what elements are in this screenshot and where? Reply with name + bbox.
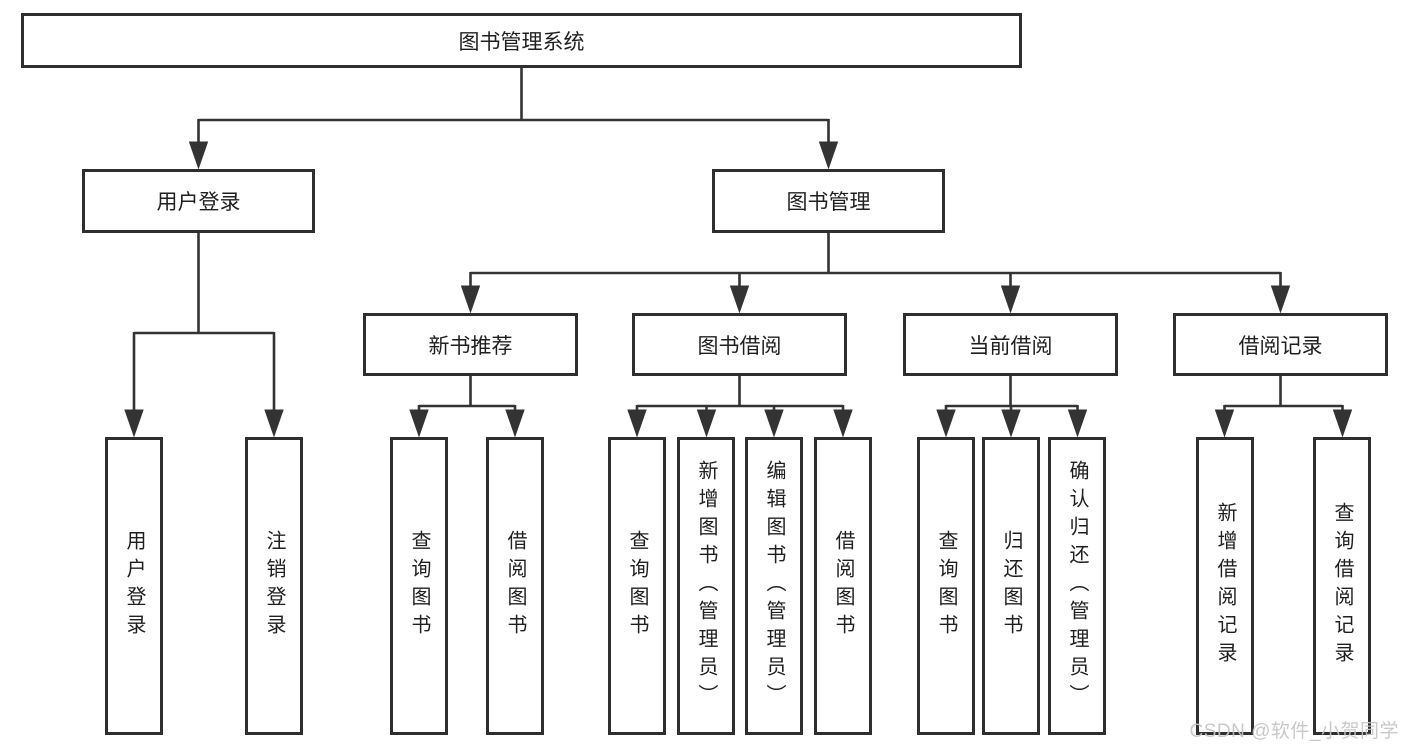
node-root: 图书管理系统 — [21, 13, 1022, 68]
leaf-query-books-borrowing: 查询图书 — [608, 437, 666, 735]
node-new-book-recommendation: 新书推荐 — [363, 313, 578, 376]
node-current-borrowing-label: 当前借阅 — [968, 334, 1053, 358]
leaf-edit-books-admin: 编辑图书（管理员） — [745, 437, 803, 735]
leaf-return-books: 归还图书 — [982, 437, 1040, 735]
leaf-label: 确认归还（管理员） — [1066, 460, 1088, 712]
leaf-borrow-books-recommend: 借阅图书 — [486, 437, 544, 735]
node-book-borrowing-label: 图书借阅 — [697, 334, 782, 358]
leaf-label: 查询图书 — [626, 530, 648, 642]
node-user-login-label: 用户登录 — [156, 191, 241, 214]
leaf-label: 用户登录 — [123, 530, 145, 642]
leaf-label: 借阅图书 — [504, 530, 526, 642]
leaf-label: 新增图书（管理员） — [695, 460, 717, 712]
leaf-logout: 注销登录 — [245, 437, 303, 735]
leaf-query-books-recommend: 查询图书 — [390, 437, 448, 735]
leaf-label: 注销登录 — [263, 530, 285, 642]
node-book-management-label: 图书管理 — [786, 191, 871, 214]
leaf-label: 归还图书 — [1000, 530, 1022, 642]
leaf-query-borrow-record: 查询借阅记录 — [1313, 437, 1371, 735]
csdn-watermark: CSDN @软件_小贺同学 — [1189, 721, 1399, 742]
node-current-borrowing: 当前借阅 — [903, 313, 1118, 376]
leaf-add-borrow-record: 新增借阅记录 — [1196, 437, 1254, 735]
node-borrowing-records: 借阅记录 — [1173, 313, 1388, 376]
leaf-label: 编辑图书（管理员） — [763, 460, 785, 712]
leaf-label: 借阅图书 — [832, 530, 854, 642]
node-book-borrowing: 图书借阅 — [632, 313, 847, 376]
node-root-label: 图书管理系统 — [458, 30, 585, 54]
leaf-label: 新增借阅记录 — [1214, 502, 1236, 670]
leaf-add-books-admin: 新增图书（管理员） — [677, 437, 735, 735]
leaf-label: 查询图书 — [408, 530, 430, 642]
node-book-management: 图书管理 — [712, 169, 945, 233]
leaf-query-books-current: 查询图书 — [917, 437, 975, 735]
leaf-confirm-return-admin: 确认归还（管理员） — [1048, 437, 1106, 735]
leaf-label: 查询借阅记录 — [1331, 502, 1353, 670]
leaf-user-login: 用户登录 — [105, 437, 163, 735]
node-new-book-recommendation-label: 新书推荐 — [428, 334, 513, 358]
leaf-label: 查询图书 — [935, 530, 957, 642]
node-borrowing-records-label: 借阅记录 — [1238, 334, 1323, 358]
node-user-login: 用户登录 — [82, 169, 315, 233]
leaf-borrow-books-borrowing: 借阅图书 — [814, 437, 872, 735]
